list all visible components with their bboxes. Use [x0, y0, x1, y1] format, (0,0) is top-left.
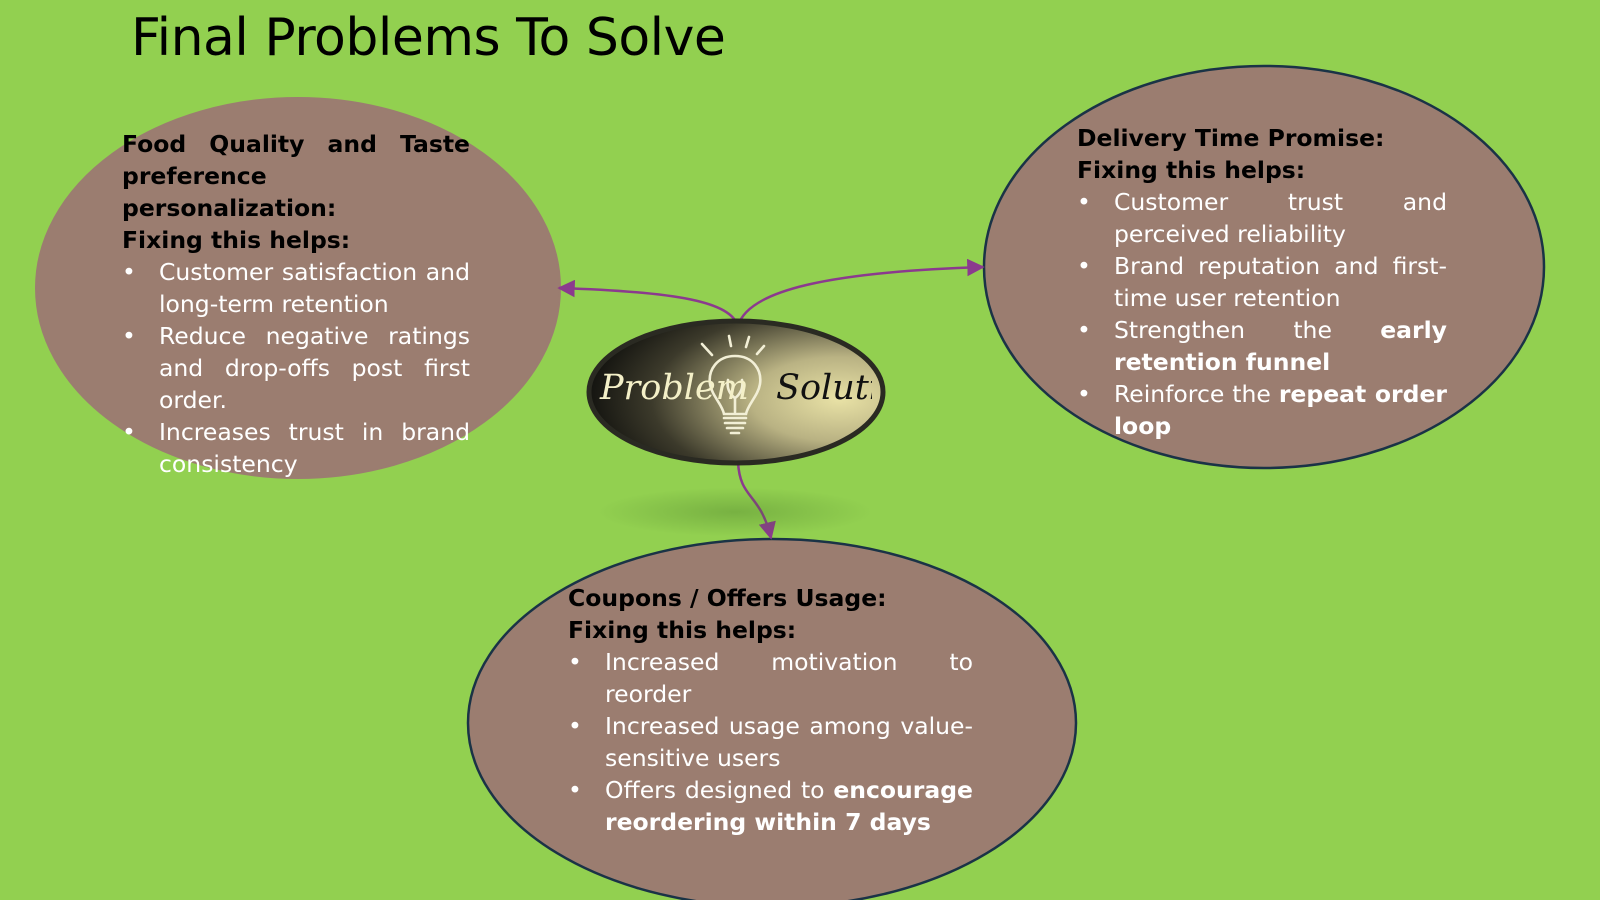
connector-to-food — [557, 279, 740, 327]
list-item-emphasis: early retention funnel — [1114, 316, 1447, 376]
food-heading: Food Quality and Taste preference person… — [122, 128, 470, 224]
delivery-helps-label: Fixing this helps: — [1077, 156, 1306, 184]
slide-title: Final Problems To Solve — [131, 8, 726, 68]
coupons-helps-label: Fixing this helps: — [568, 616, 797, 644]
list-item: Brand reputation and first-time user ret… — [1077, 250, 1447, 314]
list-item: Increased usage among value-sensitive us… — [568, 710, 973, 774]
list-item: Increased motivation to reorder — [568, 646, 973, 710]
logo-word-problem: Problem — [600, 368, 749, 408]
lightbulb-icon — [700, 334, 766, 435]
list-item: Offers designed to encourage reordering … — [568, 774, 973, 838]
list-item: Customer satisfaction and long-term rete… — [122, 256, 470, 320]
list-item-text: Offers designed to — [605, 776, 834, 804]
food-heading-line: preference — [122, 162, 267, 190]
logo-word-solution: Solution — [776, 368, 872, 408]
connector-to-coupons — [736, 461, 776, 540]
list-item: Customer trust and perceived reliability — [1077, 186, 1447, 250]
list-item-emphasis: repeat order loop — [1114, 380, 1447, 440]
logo-shadow — [600, 488, 870, 536]
food-helps-label: Fixing this helps: — [122, 226, 351, 254]
food-text: Food Quality and Taste preference person… — [122, 128, 470, 480]
list-item-text: Strengthen the — [1114, 316, 1381, 344]
food-benefit-list: Customer satisfaction and long-term rete… — [122, 256, 470, 480]
delivery-benefit-list: Customer trust and perceived reliability… — [1077, 186, 1447, 442]
delivery-text: Delivery Time Promise: Fixing this helps… — [1077, 122, 1447, 442]
list-item: Reduce negative ratings and drop-offs po… — [122, 320, 470, 416]
coupons-benefit-list: Increased motivation to reorder Increase… — [568, 646, 973, 838]
list-item-text: Reinforce the — [1114, 380, 1279, 408]
problem-solution-logo: Problem Solution — [586, 318, 886, 466]
list-item: Increases trust in brand consistency — [122, 416, 470, 480]
list-item-emphasis: encourage reordering within 7 days — [605, 776, 973, 836]
coupons-text: Coupons / Offers Usage: Fixing this help… — [568, 582, 973, 838]
list-item: Strengthen the early retention funnel — [1077, 314, 1447, 378]
food-heading-line: Food Quality and Taste — [122, 130, 470, 158]
coupons-heading: Coupons / Offers Usage: — [568, 584, 887, 612]
food-heading-line: personalization: — [122, 194, 337, 222]
delivery-heading: Delivery Time Promise: — [1077, 124, 1385, 152]
list-item: Reinforce the repeat order loop — [1077, 378, 1447, 442]
connector-to-delivery — [736, 258, 985, 327]
